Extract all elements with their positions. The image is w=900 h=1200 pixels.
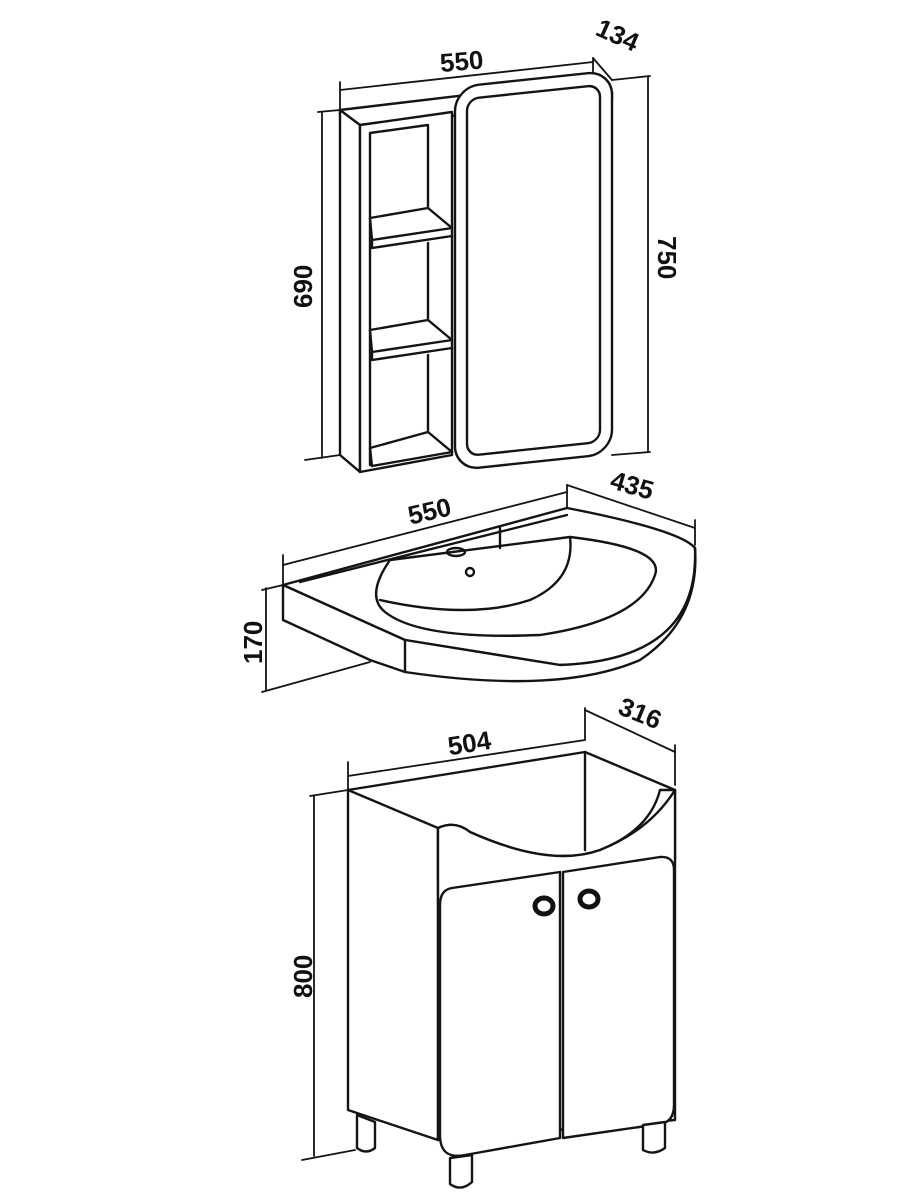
mirror-depth-label: 134 xyxy=(592,12,644,57)
door-handle-right xyxy=(577,888,601,910)
vanity-unit: 504 316 800 xyxy=(288,691,677,1189)
basin-width-label: 550 xyxy=(405,492,454,531)
shelf-2 xyxy=(368,318,454,354)
mirror-height-total-dimension: 750 xyxy=(611,75,682,456)
mirror-door xyxy=(453,71,614,469)
basin-back-rim xyxy=(298,513,569,584)
mirror-height-body-dimension: 690 xyxy=(288,109,341,461)
vanity-leg-back-left xyxy=(355,1113,377,1153)
vanity-leg-front-left xyxy=(448,1153,474,1189)
washbasin: 550 435 170 xyxy=(238,465,697,693)
vanity-width-dimension: 504 xyxy=(347,707,586,791)
vanity-depth-label: 316 xyxy=(614,691,665,735)
mirror-width-label: 550 xyxy=(439,44,485,78)
shelf-bottom xyxy=(368,430,454,468)
vanity-width-label: 504 xyxy=(446,725,494,762)
vanity-height-label: 800 xyxy=(288,955,318,998)
shelf-1 xyxy=(368,206,454,242)
mirror-glass xyxy=(465,84,602,456)
basin-bowl xyxy=(375,535,658,637)
tap-hole xyxy=(445,546,467,558)
shelf-unit-frame xyxy=(358,110,454,474)
drain-hole xyxy=(464,566,476,578)
vanity-leg-front-right xyxy=(641,1120,667,1154)
basin-depth-label: 435 xyxy=(607,465,657,506)
basin-width-dimension: 550 xyxy=(282,484,568,586)
mirror-width-dimension: 550 xyxy=(339,44,594,111)
basin-front xyxy=(281,546,697,683)
vanity-side-panel xyxy=(346,788,440,1142)
basin-height-dimension: 170 xyxy=(238,584,371,693)
shelf-unit-inner xyxy=(368,123,430,467)
mirror-cabinet: 550 134 690 xyxy=(288,12,682,474)
mirror-cabinet-side xyxy=(338,108,362,474)
mirror-height-body-label: 690 xyxy=(288,265,318,308)
basin-height-label: 170 xyxy=(238,621,268,664)
mirror-height-total-label: 750 xyxy=(652,236,682,279)
mirror-depth-dimension: 134 xyxy=(592,12,644,81)
vanity-height-dimension: 800 xyxy=(288,789,356,1161)
door-handle-left xyxy=(532,895,556,917)
